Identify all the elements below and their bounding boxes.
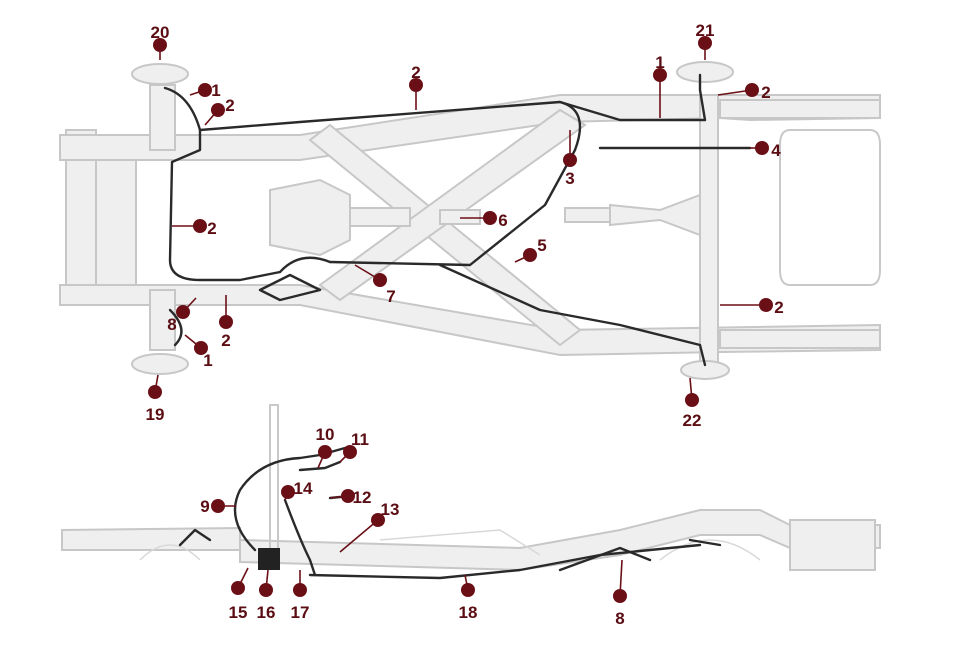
callout-c2a: 2 — [204, 96, 235, 126]
callout-label: 2 — [411, 63, 420, 82]
callout-c1c: 1 — [184, 334, 213, 370]
callout-dot — [745, 83, 759, 97]
callout-label: 9 — [200, 497, 209, 516]
callout-label: 2 — [207, 219, 216, 238]
callout-label: 21 — [696, 21, 715, 40]
callout-label: 16 — [257, 603, 276, 622]
brake-lines-top-view — [163, 73, 752, 367]
callout-c2d: 2 — [219, 295, 233, 350]
callout-c17: 17 — [291, 570, 310, 622]
callout-label: 2 — [761, 83, 770, 102]
callout-label: 18 — [459, 603, 478, 622]
callout-dot — [153, 38, 167, 52]
callout-c8b: 8 — [613, 559, 627, 628]
brake-lines-side-view — [178, 446, 722, 580]
master-cylinder-shape — [258, 548, 280, 570]
callout-c4: 4 — [750, 141, 781, 160]
callout-c10: 10 — [316, 425, 335, 469]
callout-c7: 7 — [354, 264, 396, 306]
callout-c3: 3 — [563, 130, 577, 188]
callout-leader-line — [339, 519, 379, 553]
callout-label: 6 — [498, 211, 507, 230]
callout-c16: 16 — [257, 569, 276, 622]
callout-dot — [613, 589, 627, 603]
callout-c22: 22 — [683, 377, 702, 430]
callout-dot — [755, 141, 769, 155]
callout-c19: 19 — [146, 374, 165, 424]
callout-c20: 20 — [151, 23, 170, 60]
callout-dot — [461, 583, 475, 597]
callout-label: 2 — [225, 96, 234, 115]
callout-label: 10 — [316, 425, 335, 444]
callout-c2top: 2 — [409, 63, 423, 110]
callout-label: 8 — [615, 609, 624, 628]
callout-dot — [563, 153, 577, 167]
callout-c14: 14 — [281, 479, 313, 501]
callout-dot — [371, 513, 385, 527]
callout-dot — [523, 248, 537, 262]
callout-dot — [194, 341, 208, 355]
callout-dot — [685, 393, 699, 407]
callout-label: 2 — [221, 331, 230, 350]
callout-c6: 6 — [460, 211, 508, 230]
callout-label: 20 — [151, 23, 170, 42]
callout-label: 14 — [294, 479, 313, 498]
callout-dot — [211, 499, 225, 513]
callout-label: 3 — [565, 169, 574, 188]
callout-label: 1 — [203, 351, 212, 370]
callout-c2c: 2 — [172, 219, 217, 238]
callout-label: 22 — [683, 411, 702, 430]
callout-c5: 5 — [514, 236, 547, 263]
callout-c9: 9 — [200, 497, 236, 516]
callout-dot — [698, 36, 712, 50]
callout-label: 7 — [386, 287, 395, 306]
callout-label: 13 — [381, 500, 400, 519]
callout-c11: 11 — [339, 430, 369, 463]
callout-dot — [483, 211, 497, 225]
callout-label: 1 — [655, 53, 664, 72]
callout-label: 19 — [146, 405, 165, 424]
callout-label: 12 — [353, 488, 372, 507]
callout-dot — [193, 219, 207, 233]
callout-dot — [653, 68, 667, 82]
callout-dot — [759, 298, 773, 312]
callout-dot — [373, 273, 387, 287]
callout-dot — [259, 583, 273, 597]
callout-dot — [341, 489, 355, 503]
callout-label: 17 — [291, 603, 310, 622]
callout-dot — [343, 445, 357, 459]
callout-label: 1 — [211, 81, 220, 100]
callout-c8a: 8 — [167, 297, 197, 334]
callout-c12: 12 — [329, 488, 372, 507]
callout-dot — [318, 445, 332, 459]
callout-label: 11 — [351, 430, 369, 449]
callout-c18: 18 — [459, 574, 478, 622]
callout-label: 4 — [771, 141, 781, 160]
callout-label: 8 — [167, 315, 176, 334]
callout-label: 15 — [229, 603, 248, 622]
callout-dot — [211, 103, 225, 117]
callout-c1b: 1 — [653, 53, 667, 118]
callout-dot — [409, 78, 423, 92]
callout-dot — [176, 305, 190, 319]
callout-dot — [281, 485, 295, 499]
callout-dot — [198, 83, 212, 97]
callout-c2e: 2 — [720, 298, 784, 317]
callout-dot — [231, 581, 245, 595]
callout-label: 5 — [537, 236, 546, 255]
callout-c1a: 1 — [189, 81, 221, 100]
callout-dot — [219, 315, 233, 329]
callout-dot — [148, 385, 162, 399]
callout-c15: 15 — [229, 567, 249, 622]
callout-c2b: 2 — [717, 83, 771, 102]
chassis-top-view — [59, 61, 881, 380]
callout-c21: 21 — [696, 21, 715, 60]
callout-label: 2 — [774, 298, 783, 317]
callout-dot — [293, 583, 307, 597]
chassis-side-view — [61, 404, 881, 572]
callout-c13: 13 — [339, 500, 400, 553]
